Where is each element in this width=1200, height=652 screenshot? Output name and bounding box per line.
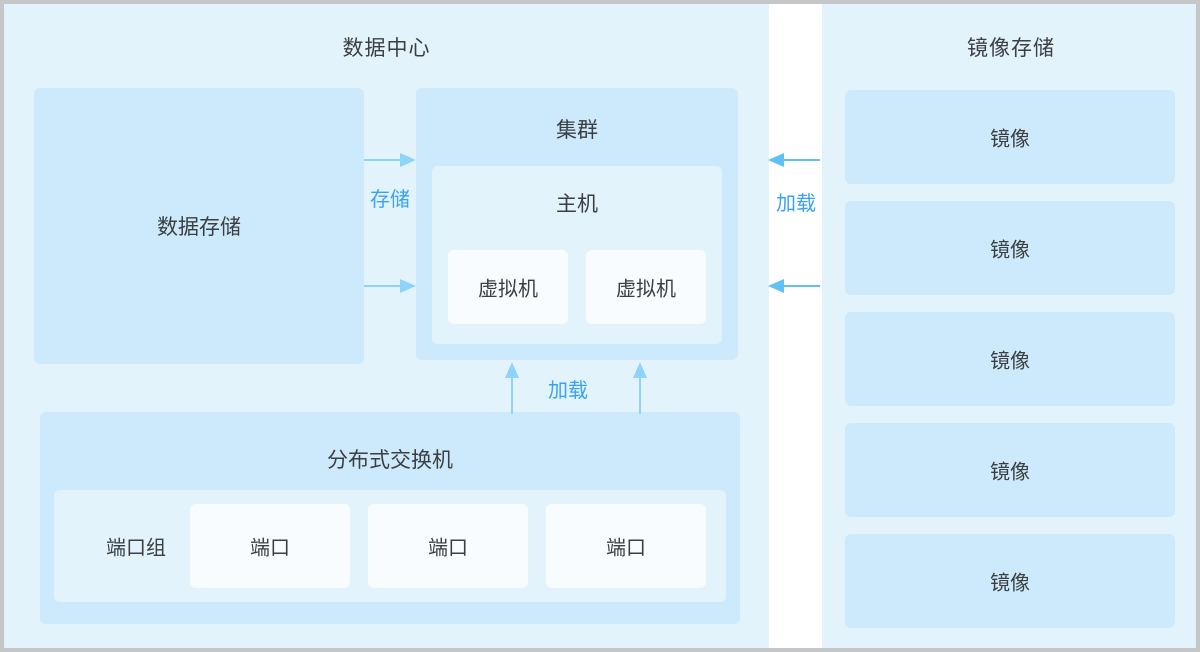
arrow-right-icon: [364, 152, 416, 168]
vm-box[interactable]: 虚拟机: [586, 250, 706, 324]
image-box[interactable]: 镜像: [845, 423, 1175, 517]
port-label: 端口: [250, 537, 290, 560]
storage-connection-label: 存储: [370, 189, 410, 211]
port-label: 端口: [606, 537, 646, 560]
image-storage-title: 镜像存储: [967, 37, 1055, 60]
cluster-label: 集群: [556, 119, 598, 142]
port-group-label: 端口组: [106, 537, 166, 560]
image-label: 镜像: [990, 239, 1030, 262]
load-switch-connection-label: 加载: [548, 380, 588, 402]
datastore-label: 数据存储: [157, 216, 241, 239]
image-label: 镜像: [990, 572, 1030, 595]
image-box[interactable]: 镜像: [845, 201, 1175, 295]
image-label: 镜像: [990, 461, 1030, 484]
vm-label: 虚拟机: [616, 278, 676, 301]
arrow-right-icon: [364, 278, 416, 294]
arrow-left-icon: [766, 152, 820, 168]
image-box[interactable]: 镜像: [845, 90, 1175, 184]
port-box[interactable]: 端口: [368, 504, 528, 588]
image-box[interactable]: 镜像: [845, 312, 1175, 406]
port-box[interactable]: 端口: [546, 504, 706, 588]
arrow-up-icon: [632, 360, 648, 414]
distributed-switch-label: 分布式交换机: [327, 449, 453, 472]
load-image-connection-label: 加载: [776, 193, 816, 215]
arrow-left-icon: [766, 278, 820, 294]
port-box[interactable]: 端口: [190, 504, 350, 588]
image-label: 镜像: [990, 350, 1030, 373]
datacenter-title: 数据中心: [342, 37, 431, 60]
vm-label: 虚拟机: [478, 278, 538, 301]
image-box[interactable]: 镜像: [845, 534, 1175, 628]
host-label: 主机: [556, 193, 598, 216]
arrow-up-icon: [504, 360, 520, 414]
image-label: 镜像: [990, 128, 1030, 151]
vm-box[interactable]: 虚拟机: [448, 250, 568, 324]
datastore-box[interactable]: 数据存储: [34, 88, 364, 364]
port-label: 端口: [428, 537, 468, 560]
